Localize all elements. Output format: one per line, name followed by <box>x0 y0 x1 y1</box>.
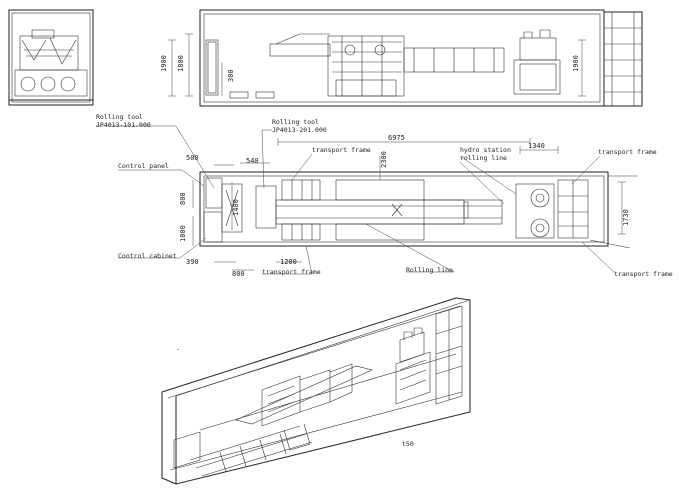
dim-1900-right: 1900 <box>572 55 580 72</box>
label-transport-frame-top: transport frame <box>312 146 371 154</box>
dim-2300: 2300 <box>380 151 388 168</box>
isometric-view <box>161 297 471 485</box>
dim-1340: 1340 <box>528 142 545 150</box>
dim-1000: 1000 <box>179 225 187 242</box>
plan-view <box>96 125 638 275</box>
label-rolling-tool-1-code: JP4013-101.000 <box>96 121 151 129</box>
dim-6975: 6975 <box>388 134 405 142</box>
label-rolling-tool-2-code: JP4013-201.000 <box>272 126 327 134</box>
label-rolling-line-bottom: Rolling line <box>406 266 453 274</box>
label-control-cabinet: Control cabinet <box>118 252 177 260</box>
label-hydro-station: hydro station <box>460 146 511 154</box>
label-rolling-tool-1: Rolling tool <box>96 113 143 121</box>
dim-540: 540 <box>246 157 259 165</box>
label-transport-frame-bottom: transport frame <box>262 268 321 276</box>
dim-500: 500 <box>186 154 199 162</box>
dim-1800: 1800 <box>177 55 185 72</box>
dim-1400: 1400 <box>232 199 240 216</box>
dim-1900-left: 1900 <box>160 55 168 72</box>
side-view <box>168 9 643 107</box>
label-transport-frame-right-top: transport frame <box>598 148 657 156</box>
dim-800-h: 800 <box>232 270 245 278</box>
dim-300: 300 <box>227 69 235 82</box>
label-rolling-line-top: rolling line <box>460 154 507 162</box>
label-iso-note: t50 <box>402 440 414 448</box>
dim-800-v: 800 <box>179 192 187 205</box>
dim-1200: 1200 <box>280 258 297 266</box>
dim-390: 390 <box>186 258 199 266</box>
dim-1730: 1730 <box>622 209 630 226</box>
end-view <box>8 9 94 106</box>
label-control-panel: Control panel <box>118 162 169 170</box>
label-transport-frame-right-bottom: transport frame <box>614 270 673 278</box>
label-rolling-tool-2: Rolling tool <box>272 118 319 126</box>
note-dot: · <box>176 346 180 354</box>
